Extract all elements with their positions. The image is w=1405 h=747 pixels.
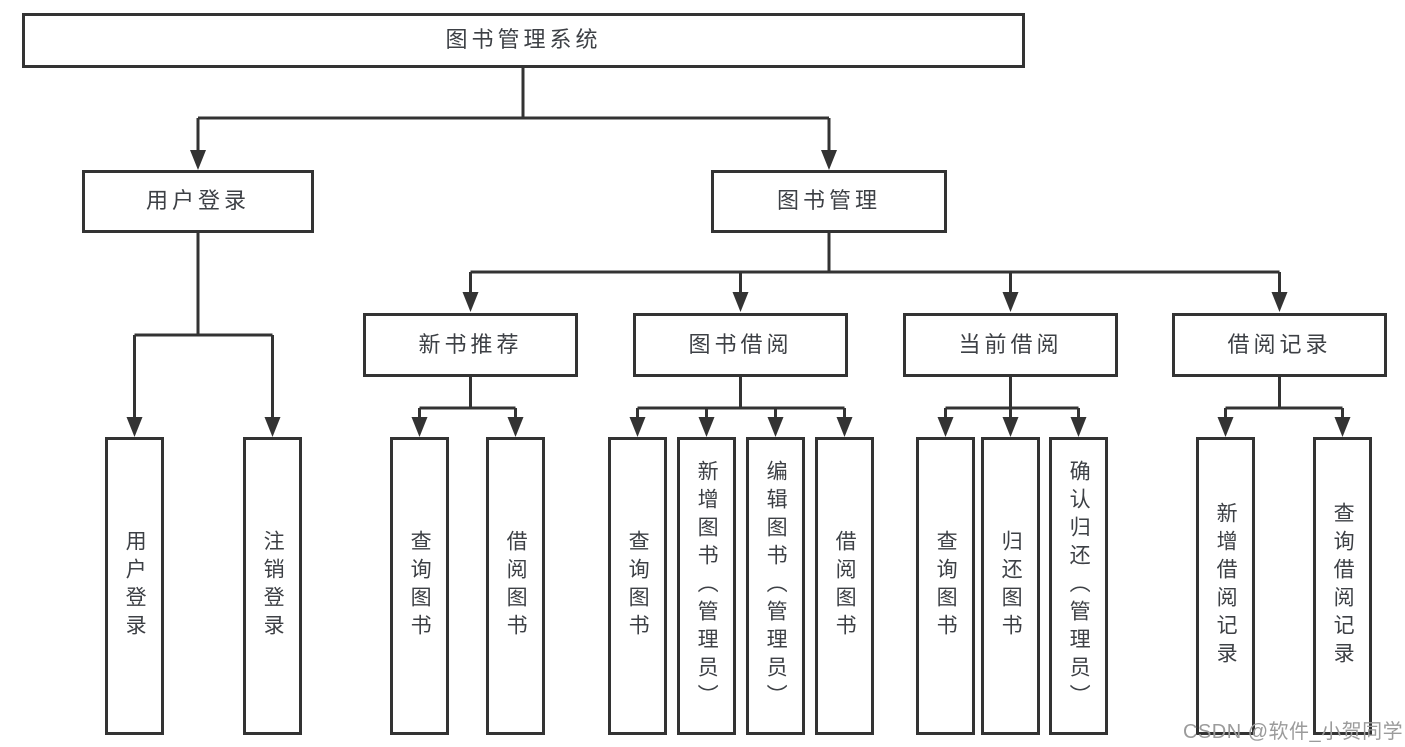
- node-label: 借阅图书: [504, 530, 528, 642]
- leaf-records-query-record: 查询借阅记录: [1313, 437, 1372, 735]
- leaf-borrowing-edit-books-admin: 编辑图书（管理员）: [746, 437, 805, 735]
- node-user-login: 用户登录: [82, 170, 314, 233]
- node-label: 借阅图书: [833, 530, 857, 642]
- node-borrowing-records: 借阅记录: [1172, 313, 1387, 377]
- node-book-management-system: 图书管理系统: [22, 13, 1025, 68]
- node-label: 确认归还（管理员）: [1067, 460, 1091, 712]
- node-new-book-recommendation: 新书推荐: [363, 313, 578, 377]
- node-label: 查询借阅记录: [1331, 502, 1355, 670]
- node-label: 编辑图书（管理员）: [764, 460, 788, 712]
- node-current-borrowing: 当前借阅: [903, 313, 1118, 377]
- node-label: 当前借阅: [958, 331, 1063, 357]
- node-label: 注销登录: [261, 530, 285, 642]
- leaf-newbook-query-books: 查询图书: [390, 437, 449, 735]
- node-label: 查询图书: [934, 530, 958, 642]
- leaf-current-query-books: 查询图书: [916, 437, 975, 735]
- node-label: 图书管理: [776, 188, 881, 214]
- leaf-borrowing-query-books: 查询图书: [608, 437, 667, 735]
- node-label: 图书借阅: [688, 331, 793, 357]
- leaf-records-add-record: 新增借阅记录: [1196, 437, 1255, 735]
- leaf-borrowing-add-books-admin: 新增图书（管理员）: [677, 437, 736, 735]
- node-label: 归还图书: [999, 530, 1023, 642]
- node-label: 新增借阅记录: [1214, 502, 1238, 670]
- node-label: 新书推荐: [418, 331, 523, 357]
- leaf-borrowing-borrow-books: 借阅图书: [815, 437, 874, 735]
- leaf-current-confirm-return-admin: 确认归还（管理员）: [1049, 437, 1108, 735]
- node-label: 查询图书: [626, 530, 650, 642]
- node-label: 用户登录: [145, 188, 250, 214]
- leaf-current-return-books: 归还图书: [981, 437, 1040, 735]
- leaf-logout: 注销登录: [243, 437, 302, 735]
- node-label: 借阅记录: [1227, 331, 1332, 357]
- node-book-management: 图书管理: [711, 170, 947, 233]
- leaf-user-login: 用户登录: [105, 437, 164, 735]
- node-label: 新增图书（管理员）: [695, 460, 719, 712]
- leaf-newbook-borrow-books: 借阅图书: [486, 437, 545, 735]
- csdn-watermark: CSDN @软件_小贺同学: [1183, 721, 1404, 743]
- node-label: 图书管理系统: [445, 27, 602, 53]
- node-book-borrowing: 图书借阅: [633, 313, 848, 377]
- node-label: 查询图书: [408, 530, 432, 642]
- node-label: 用户登录: [123, 530, 147, 642]
